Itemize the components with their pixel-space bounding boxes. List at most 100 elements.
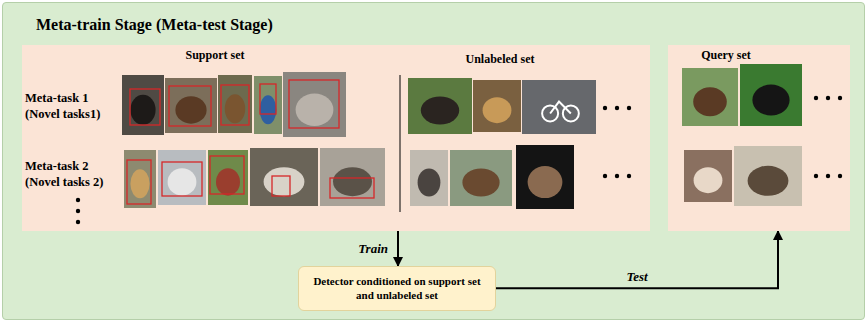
photo-subject <box>483 97 512 123</box>
ellipsis-dot <box>615 174 619 178</box>
detector-text: Detector conditioned on support set and … <box>307 274 487 303</box>
photo-thumbnail <box>473 80 521 132</box>
photo-thumbnail <box>165 78 217 133</box>
flow-arrow <box>496 231 778 288</box>
photo-subject <box>694 167 723 193</box>
photo-thumbnail <box>410 150 448 206</box>
photo <box>516 145 574 209</box>
row-label: Meta-task 1 (Novel tasks1) <box>25 90 123 123</box>
column-heading: Support set <box>150 48 280 64</box>
photo-subject <box>130 169 149 198</box>
ellipsis-dot <box>76 220 80 224</box>
photo-subject <box>130 95 155 125</box>
detector-box: Detector conditioned on support set and … <box>298 266 496 311</box>
photo-thumbnail <box>450 150 512 206</box>
photo-thumbnail <box>522 80 596 134</box>
photo <box>410 150 448 206</box>
bounding-box <box>289 80 339 128</box>
photo <box>684 150 732 202</box>
label-holder: Test <box>624 269 649 285</box>
photo-thumbnail <box>208 150 248 205</box>
photo-thumbnail <box>684 150 732 202</box>
photo-thumbnail <box>254 76 282 134</box>
ellipsis-dot <box>603 106 607 110</box>
edge-label: Test <box>626 269 647 285</box>
flow-arrow <box>397 231 399 266</box>
photo <box>450 150 512 206</box>
text-holder: Detector conditioned on support set and … <box>307 274 487 303</box>
photo-subject <box>748 166 789 196</box>
edge-label: Train <box>358 241 388 257</box>
query-panel: Query set <box>668 45 850 231</box>
ellipsis-dot <box>627 106 631 110</box>
photo-subject <box>693 87 727 116</box>
photo-subject <box>225 94 245 123</box>
ellipsis-dot <box>814 174 818 178</box>
photo-thumbnail <box>122 75 164 135</box>
photo <box>320 148 385 206</box>
ellipsis-dot <box>826 96 830 100</box>
ellipsis-dot <box>826 174 830 178</box>
ellipsis-dot <box>76 209 80 213</box>
photo <box>283 72 346 137</box>
ellipsis-dot <box>615 106 619 110</box>
photo <box>208 150 248 205</box>
photo-subject <box>752 84 789 115</box>
bike-symbol <box>550 102 571 114</box>
photo-subject <box>528 166 563 198</box>
bike-symbol <box>563 105 579 121</box>
bounding-box <box>130 89 160 125</box>
photo <box>522 80 596 134</box>
ellipsis-dot <box>603 174 607 178</box>
photo-thumbnail <box>320 148 385 206</box>
photo <box>158 150 206 205</box>
row-label: Meta-task 2 (Novel tasks 2) <box>25 158 123 191</box>
column-heading: Query set <box>671 48 781 64</box>
photo-thumbnail <box>124 150 156 208</box>
photo <box>165 78 217 133</box>
bounding-box <box>127 160 151 204</box>
bounding-box <box>260 84 276 114</box>
photo-thumbnail <box>734 146 802 206</box>
photo-thumbnail <box>740 64 802 126</box>
photo-subject <box>264 167 305 196</box>
text-holder: Meta-task 2 (Novel tasks 2) <box>25 158 123 191</box>
ellipsis-dot <box>838 96 842 100</box>
photo-thumbnail <box>408 78 472 134</box>
photo-subject <box>333 167 372 196</box>
bounding-box <box>162 162 202 196</box>
text-holder: Unlabeled set <box>435 52 565 68</box>
photo-thumbnail <box>218 75 252 133</box>
text-holder: Query set <box>671 48 781 64</box>
ellipsis-dot <box>838 174 842 178</box>
photo <box>124 150 156 208</box>
bounding-box <box>169 86 211 126</box>
bounding-box <box>210 156 244 194</box>
bike-symbol <box>542 105 558 121</box>
photo <box>740 64 802 126</box>
ellipsis-dot <box>814 96 818 100</box>
photo <box>254 76 282 134</box>
photo <box>408 78 472 134</box>
label-holder: Train <box>356 241 390 257</box>
photo-thumbnail <box>250 148 318 206</box>
photo-thumbnail <box>283 72 346 137</box>
photo-thumbnail <box>682 68 738 126</box>
text-holder: Support set <box>150 48 280 64</box>
ellipsis-dot <box>76 198 80 202</box>
text-holder: Meta-train Stage (Meta-test Stage) <box>36 15 436 36</box>
photo-subject <box>296 93 334 126</box>
photo-subject <box>175 96 206 124</box>
text-holder: Meta-task 1 (Novel tasks1) <box>25 90 123 123</box>
column-heading: Unlabeled set <box>435 52 565 68</box>
photo-subject <box>462 168 499 196</box>
bounding-box <box>272 176 290 196</box>
ellipsis-dot <box>627 174 631 178</box>
photo-subject <box>421 96 459 124</box>
stage-title: Meta-train Stage (Meta-test Stage) <box>36 15 436 36</box>
photo <box>218 75 252 133</box>
photo-subject <box>260 95 277 124</box>
photo-subject <box>216 168 240 196</box>
